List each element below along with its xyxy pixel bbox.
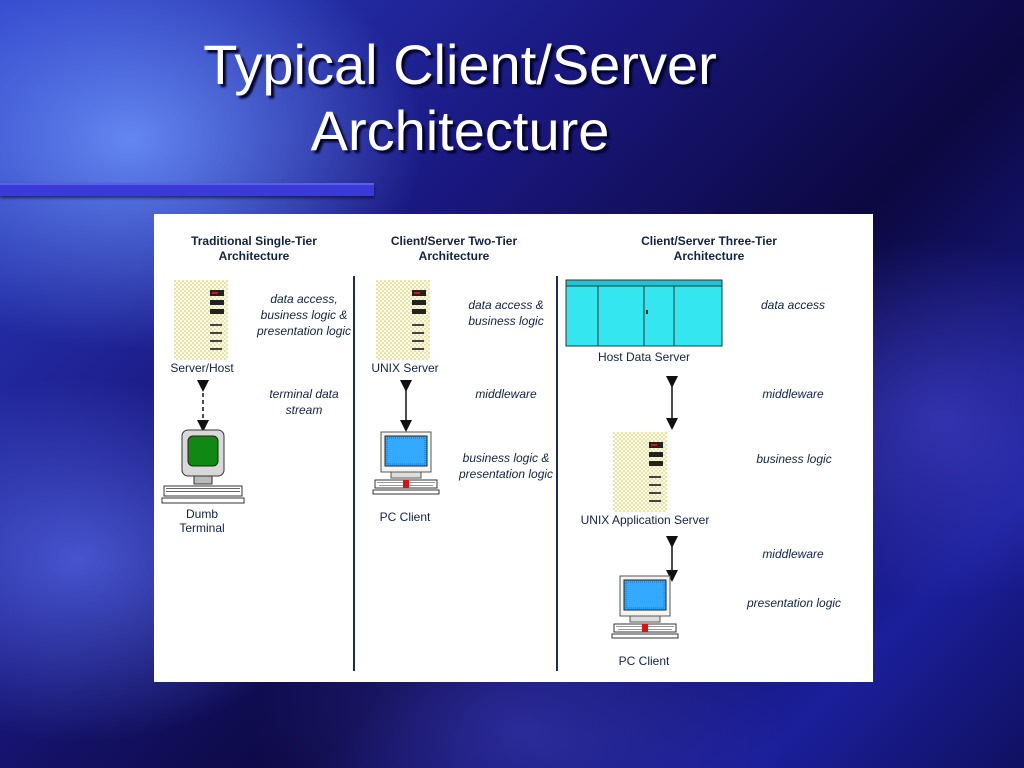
diagram-graphics [161, 279, 723, 639]
label-line: Dumb [185, 507, 218, 521]
architecture-diagram: Traditional Single-Tier Architecture Cli… [154, 214, 873, 682]
heading-line: Traditional Single-Tier [191, 234, 317, 248]
note-three-tier-middleware-1: middleware [762, 387, 824, 401]
unix-server-icon [376, 280, 430, 360]
heading-line: Architecture [418, 249, 490, 263]
host-data-server-icon [565, 279, 723, 347]
note-three-tier-business: business logic [756, 452, 832, 466]
column-divider-1 [353, 276, 355, 671]
heading-line: Architecture [673, 249, 745, 263]
note-two-tier-middleware: middleware [475, 387, 537, 401]
column-heading-single-tier: Traditional Single-Tier Architecture [164, 234, 344, 264]
column-heading-three-tier: Client/Server Three-Tier Architecture [604, 234, 814, 264]
label-unix-app-server: UNIX Application Server [580, 513, 710, 527]
note-two-tier-server: data access & business logic [468, 298, 544, 328]
heading-line: Client/Server Three-Tier [641, 234, 777, 248]
heading-line: Client/Server Two-Tier [390, 234, 518, 248]
label-dumb-terminal: Dumb Terminal [160, 507, 244, 535]
column-divider-2 [556, 276, 558, 671]
label-unix-server: UNIX Server [371, 361, 439, 375]
unix-app-server-icon [613, 432, 667, 512]
label-host-data-server: Host Data Server [597, 350, 691, 364]
heading-line: Architecture [218, 249, 290, 263]
note-single-tier-logic: data access, business logic & presentati… [256, 292, 352, 338]
note-two-tier-client: business logic & presentation logic [458, 451, 554, 481]
server-host-icon [174, 280, 228, 360]
column-heading-two-tier: Client/Server Two-Tier Architecture [364, 234, 544, 264]
note-terminal-stream: terminal data stream [269, 387, 339, 417]
note-three-tier-data: data access [760, 298, 826, 312]
label-server-host: Server/Host [170, 361, 234, 375]
note-three-tier-presentation: presentation logic [746, 596, 842, 610]
slide-title-line-2: Architecture [310, 99, 610, 162]
slide-title-line-1: Typical Client/Server [203, 33, 717, 96]
slide-title: Typical Client/Server Architecture [140, 32, 780, 164]
label-pc-client-3: PC Client [618, 654, 670, 668]
label-pc-client: PC Client [379, 510, 431, 524]
label-line: Terminal [179, 521, 225, 535]
note-three-tier-middleware-2: middleware [762, 547, 824, 561]
pc-client-icon [372, 431, 440, 495]
dumb-terminal-icon [161, 429, 245, 504]
pc-client-icon [611, 575, 679, 639]
title-underline-bar [0, 183, 374, 196]
